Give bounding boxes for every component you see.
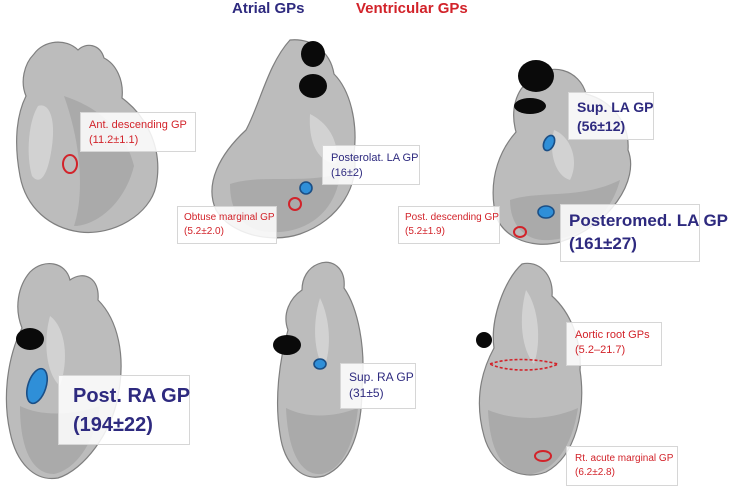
ant-descending-gp-marker (62, 154, 78, 174)
post-descending-gp-name: Post. descending GP (405, 212, 499, 223)
sup-ra-gp-marker (313, 358, 327, 370)
sup-la-gp-value: (56±12) (577, 117, 626, 134)
posterolat-la-gp-value: (16±2) (331, 166, 363, 179)
sup-la-gp-name: Sup. LA GP (577, 99, 654, 115)
label-aortic-root-gps: Aortic root GPs (5.2–21.7) (566, 322, 662, 366)
label-sup-ra-gp: Sup. RA GP (31±5) (340, 363, 416, 409)
heart-right-lateral-view (273, 261, 364, 478)
obtuse-marginal-gp-marker (288, 197, 302, 211)
label-ant-descending-gp: Ant. descending GP (11.2±1.1) (80, 112, 196, 152)
ant-descending-gp-name: Ant. descending GP (89, 119, 187, 131)
label-sup-la-gp: Sup. LA GP (56±12) (568, 92, 654, 140)
heart-right-posterior-view (5, 263, 122, 480)
post-ra-gp-name: Post. RA GP (73, 385, 191, 407)
aortic-root-gps-value: (5.2–21.7) (575, 343, 626, 356)
rt-acute-marginal-gp-name: Rt. acute marginal GP (575, 453, 674, 464)
legend-atrial-gps: Atrial GPs (232, 0, 305, 17)
rt-acute-marginal-gp-value: (6.2±2.8) (575, 466, 615, 478)
aortic-root-gps-marker (487, 358, 561, 371)
heart-aortic-root-view (476, 262, 583, 476)
label-obtuse-marginal-gp: Obtuse marginal GP (5.2±2.0) (177, 206, 277, 244)
posterolat-la-gp-name: Posterolat. LA GP (331, 152, 419, 164)
label-rt-acute-marginal-gp: Rt. acute marginal GP (6.2±2.8) (566, 446, 678, 486)
ant-descending-gp-value: (11.2±1.1) (89, 133, 139, 146)
obtuse-marginal-gp-value: (5.2±2.0) (184, 225, 224, 237)
posteromed-la-gp-name: Posteromed. LA GP (569, 211, 729, 230)
rt-acute-marginal-gp-marker (534, 450, 552, 462)
label-post-ra-gp: Post. RA GP (194±22) (58, 375, 190, 445)
post-ra-gp-marker (25, 367, 49, 405)
post-descending-gp-marker (513, 226, 527, 238)
sup-ra-gp-value: (31±5) (349, 386, 384, 401)
aortic-root-gps-name: Aortic root GPs (575, 329, 650, 341)
label-posterolat-la-gp: Posterolat. LA GP (16±2) (322, 145, 420, 185)
label-post-descending-gp: Post. descending GP (5.2±1.9) (398, 206, 500, 244)
sup-ra-gp-name: Sup. RA GP (349, 370, 414, 384)
legend-ventricular-gps: Ventricular GPs (356, 0, 468, 17)
post-descending-gp-value: (5.2±1.9) (405, 225, 445, 237)
label-posteromed-la-gp: Posteromed. LA GP (161±27) (560, 204, 729, 262)
posterolat-la-gp-marker (299, 181, 313, 195)
sup-la-gp-marker (542, 134, 556, 152)
posteromed-la-gp-marker (537, 205, 555, 219)
posteromed-la-gp-value: (161±27) (569, 233, 637, 253)
obtuse-marginal-gp-name: Obtuse marginal GP (184, 212, 275, 223)
post-ra-gp-value: (194±22) (73, 414, 153, 436)
